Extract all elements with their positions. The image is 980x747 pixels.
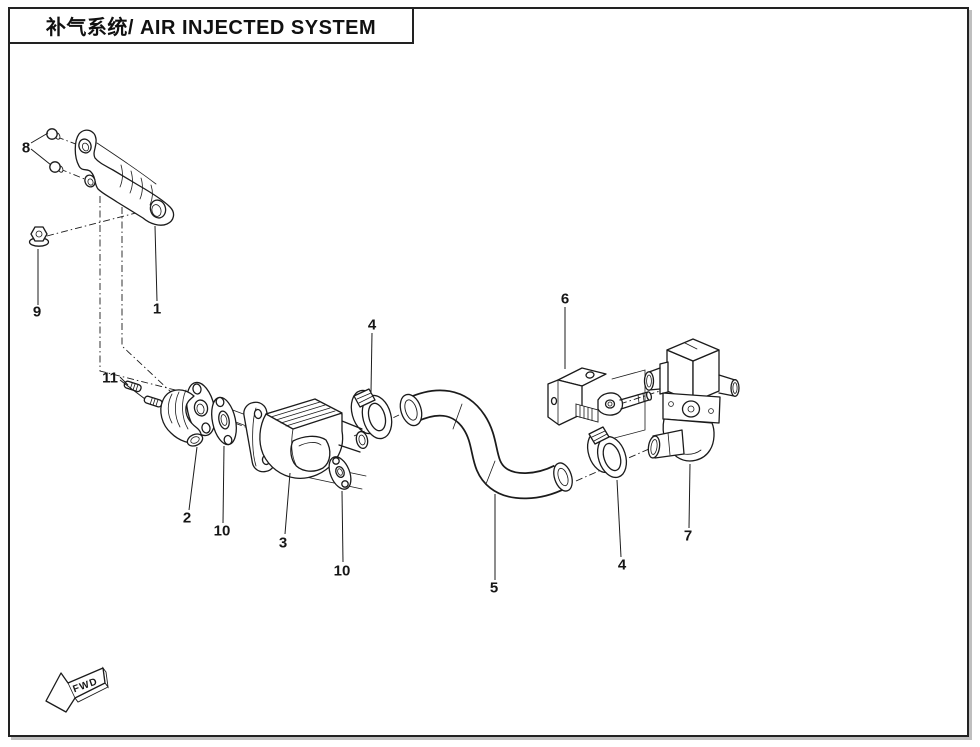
callout-part-5: 5 xyxy=(489,579,499,597)
part-9-flange-bolt xyxy=(28,226,50,247)
fwd-direction-marker: FWD xyxy=(45,666,109,713)
callout-part-10-left: 10 xyxy=(213,522,231,540)
part-8-bolts xyxy=(46,128,64,173)
callout-part-2: 2 xyxy=(182,509,192,527)
part-10-gasket-left xyxy=(211,396,237,446)
page-border-frame xyxy=(8,7,969,737)
callout-part-10-right: 10 xyxy=(333,562,351,580)
part-3-check-valve xyxy=(243,398,369,479)
callout-part-9: 9 xyxy=(32,303,42,321)
callout-part-1: 1 xyxy=(152,300,162,318)
title-box: 补气系统/ AIR INJECTED SYSTEM xyxy=(8,7,414,44)
callout-part-6: 6 xyxy=(560,290,570,308)
page-title: 补气系统/ AIR INJECTED SYSTEM xyxy=(45,17,377,39)
part-1-bracket xyxy=(74,129,175,226)
callout-part-7: 7 xyxy=(683,527,693,545)
part-4-clamp-left xyxy=(350,388,393,440)
part-5-hose xyxy=(399,389,573,500)
part-11-studs xyxy=(123,380,163,408)
callout-part-4-right: 4 xyxy=(617,556,627,574)
part-7-solenoid-valve xyxy=(643,338,740,462)
callout-part-11: 11 xyxy=(102,369,118,387)
callout-part-3: 3 xyxy=(278,534,288,552)
callout-leader-lines xyxy=(30,132,691,580)
part-2-elbow-pipe xyxy=(160,381,216,447)
part-10-gasket-right xyxy=(328,456,352,490)
callout-part-4-left: 4 xyxy=(367,316,377,334)
part-6-valve-bracket xyxy=(547,367,653,426)
callout-part-8: 8 xyxy=(21,139,31,157)
part-4-clamp-right xyxy=(586,426,628,479)
